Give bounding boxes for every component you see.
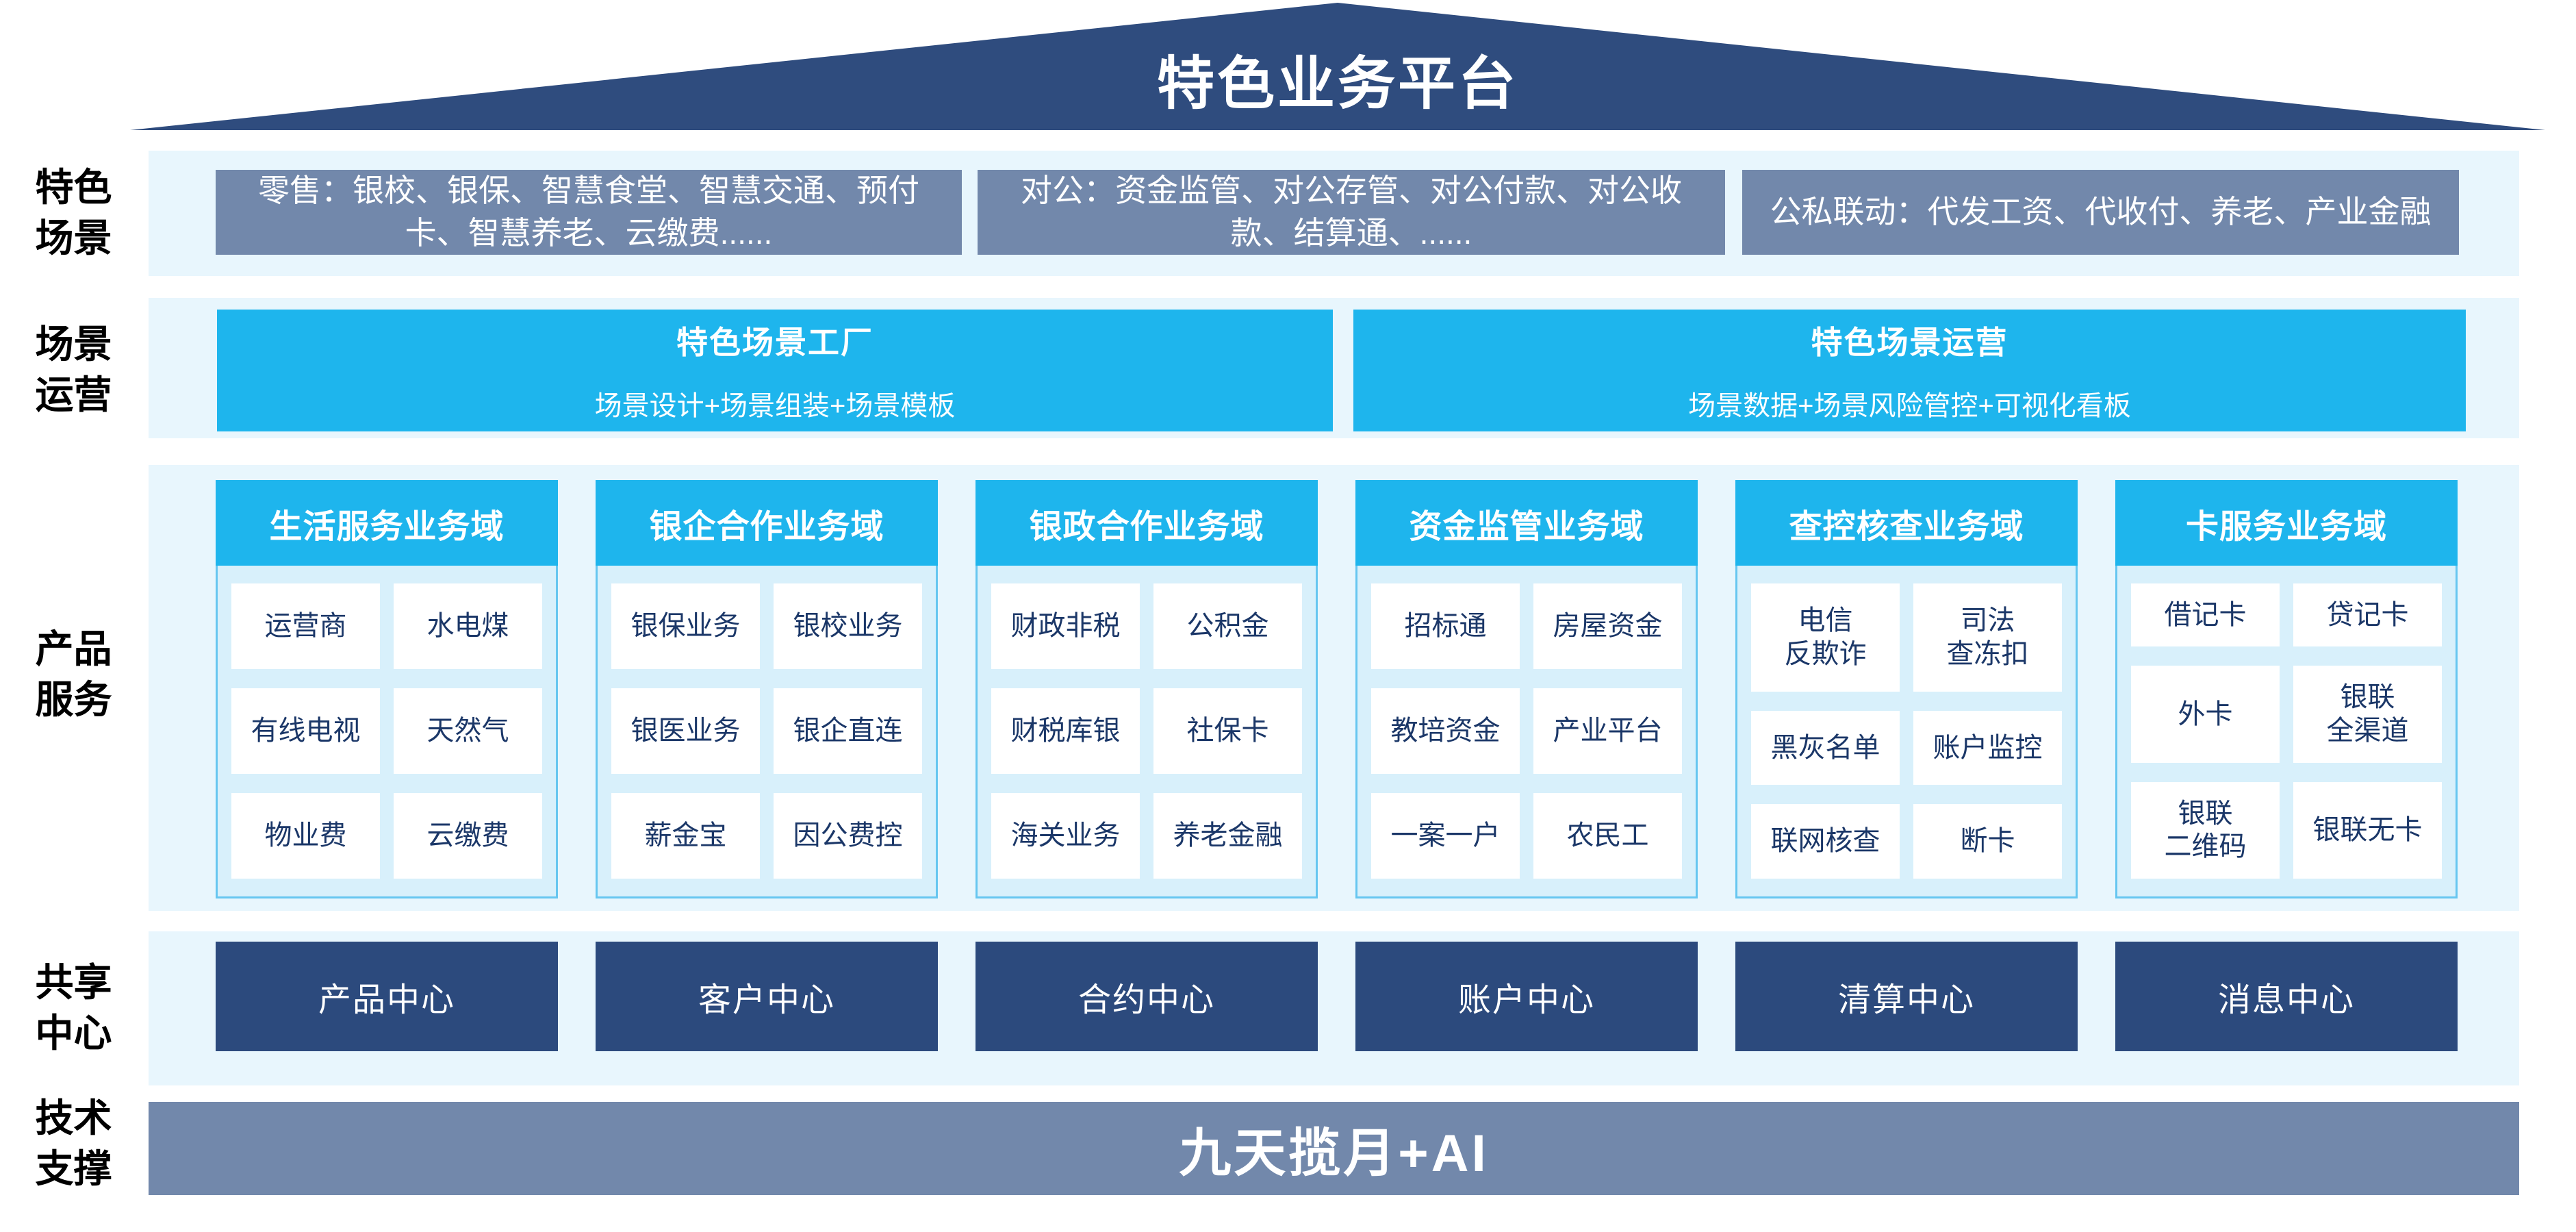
scene-box-retail: 零售：银校、银保、智慧食堂、智慧交通、预付卡、智慧养老、云缴费...... [216, 170, 962, 255]
product-cell: 银联 全渠道 [2293, 666, 2442, 763]
column-header: 银企合作业务域 [596, 480, 938, 566]
product-cell: 一案一户 [1371, 793, 1520, 879]
roof-banner: 特色业务平台 [130, 3, 2545, 130]
product-column-inquiry-control: 查控核查业务域 电信 反欺诈 司法 查冻扣 黑灰名单 账户监控 联网核查 断卡 [1735, 480, 2078, 898]
product-cell: 银联无卡 [2293, 781, 2442, 879]
center-box-customer: 客户中心 [596, 942, 938, 1051]
product-cell: 因公费控 [774, 793, 922, 879]
column-body: 借记卡 贷记卡 外卡 银联 全渠道 银联 二维码 银联无卡 [2115, 566, 2458, 898]
product-cell: 农民工 [1533, 793, 1682, 879]
column-body: 运营商 水电煤 有线电视 天然气 物业费 云缴费 [216, 566, 558, 898]
product-cell: 水电煤 [394, 583, 542, 669]
product-cell: 天然气 [394, 688, 542, 774]
product-column-fund-supervision: 资金监管业务域 招标通 房屋资金 教培资金 产业平台 一案一户 农民工 [1355, 480, 1698, 898]
row-label-operation: 场景 运营 [35, 323, 112, 416]
product-cell: 断卡 [1913, 804, 2062, 879]
product-cell: 教培资金 [1371, 688, 1520, 774]
band-products: 生活服务业务域 运营商 水电煤 有线电视 天然气 物业费 云缴费 银企合作业务域… [149, 465, 2519, 911]
scene-box-corporate: 对公：资金监管、对公存管、对公付款、对公收款、结算通、...... [978, 170, 1725, 255]
product-cell: 社保卡 [1153, 688, 1302, 774]
scene-operation-title: 特色场景运营 [1811, 325, 2008, 360]
product-cell: 银校业务 [774, 583, 922, 669]
product-cell: 账户监控 [1913, 710, 2062, 785]
platform-title: 特色业务平台 [1156, 51, 1518, 116]
tech-support-bar: 九天揽月+AI [149, 1102, 2519, 1195]
product-cell: 银保业务 [611, 583, 760, 669]
band-shared-centers: 产品中心 客户中心 合约中心 账户中心 清算中心 消息中心 [149, 931, 2519, 1085]
product-cell: 联网核查 [1751, 804, 1900, 879]
product-cell: 房屋资金 [1533, 583, 1682, 669]
product-cell: 有线电视 [231, 688, 380, 774]
column-header: 银政合作业务域 [975, 480, 1318, 566]
column-header: 资金监管业务域 [1355, 480, 1698, 566]
product-cell: 养老金融 [1153, 793, 1302, 879]
product-cell: 借记卡 [2131, 583, 2280, 647]
scene-operation-subtitle: 场景数据+场景风险管控+可视化看板 [1688, 391, 2131, 421]
product-column-life-services: 生活服务业务域 运营商 水电煤 有线电视 天然气 物业费 云缴费 [216, 480, 558, 898]
product-cell: 贷记卡 [2293, 583, 2442, 647]
product-column-bank-government: 银政合作业务域 财政非税 公积金 财税库银 社保卡 海关业务 养老金融 [975, 480, 1318, 898]
center-box-message: 消息中心 [2115, 942, 2458, 1051]
product-cell: 银联 二维码 [2131, 781, 2280, 879]
scene-factory-subtitle: 场景设计+场景组装+场景模板 [594, 391, 956, 421]
product-cell: 财税库银 [991, 688, 1140, 774]
row-label-tech: 技术 支撑 [35, 1096, 112, 1190]
column-body: 电信 反欺诈 司法 查冻扣 黑灰名单 账户监控 联网核查 断卡 [1735, 566, 2078, 898]
scene-factory-box: 特色场景工厂 场景设计+场景组装+场景模板 [217, 310, 1333, 431]
scene-box-linkage: 公私联动：代发工资、代收付、养老、产业金融 [1742, 170, 2459, 255]
product-cell: 物业费 [231, 793, 380, 879]
center-box-clearing: 清算中心 [1735, 942, 2078, 1051]
column-header: 卡服务业务域 [2115, 480, 2458, 566]
column-header: 生活服务业务域 [216, 480, 558, 566]
column-header: 查控核查业务域 [1735, 480, 2078, 566]
band-scenes: 零售：银校、银保、智慧食堂、智慧交通、预付卡、智慧养老、云缴费...... 对公… [149, 151, 2519, 276]
row-label-products: 产品 服务 [35, 627, 112, 721]
product-cell: 薪金宝 [611, 793, 760, 879]
column-body: 银保业务 银校业务 银医业务 银企直连 薪金宝 因公费控 [596, 566, 938, 898]
product-cell: 产业平台 [1533, 688, 1682, 774]
center-box-account: 账户中心 [1355, 942, 1698, 1051]
product-column-card-services: 卡服务业务域 借记卡 贷记卡 外卡 银联 全渠道 银联 二维码 银联无卡 [2115, 480, 2458, 898]
product-column-bank-enterprise: 银企合作业务域 银保业务 银校业务 银医业务 银企直连 薪金宝 因公费控 [596, 480, 938, 898]
product-cell: 司法 查冻扣 [1913, 583, 2062, 692]
product-cell: 财政非税 [991, 583, 1140, 669]
product-cell: 银企直连 [774, 688, 922, 774]
product-cell: 运营商 [231, 583, 380, 669]
product-cell: 公积金 [1153, 583, 1302, 669]
column-body: 财政非税 公积金 财税库银 社保卡 海关业务 养老金融 [975, 566, 1318, 898]
product-cell: 云缴费 [394, 793, 542, 879]
band-operation: 特色场景工厂 场景设计+场景组装+场景模板 特色场景运营 场景数据+场景风险管控… [149, 298, 2519, 438]
product-cell: 银医业务 [611, 688, 760, 774]
product-cell: 外卡 [2131, 666, 2280, 763]
center-box-contract: 合约中心 [975, 942, 1318, 1051]
product-cell: 电信 反欺诈 [1751, 583, 1900, 692]
product-cell: 海关业务 [991, 793, 1140, 879]
product-cell: 黑灰名单 [1751, 710, 1900, 785]
row-label-scenes: 特色 场景 [35, 166, 112, 260]
center-box-product: 产品中心 [216, 942, 558, 1051]
scene-factory-title: 特色场景工厂 [676, 325, 873, 360]
row-label-shared: 共享 中心 [35, 961, 112, 1055]
column-body: 招标通 房屋资金 教培资金 产业平台 一案一户 农民工 [1355, 566, 1698, 898]
scene-operation-box: 特色场景运营 场景数据+场景风险管控+可视化看板 [1353, 310, 2466, 431]
product-cell: 招标通 [1371, 583, 1520, 669]
